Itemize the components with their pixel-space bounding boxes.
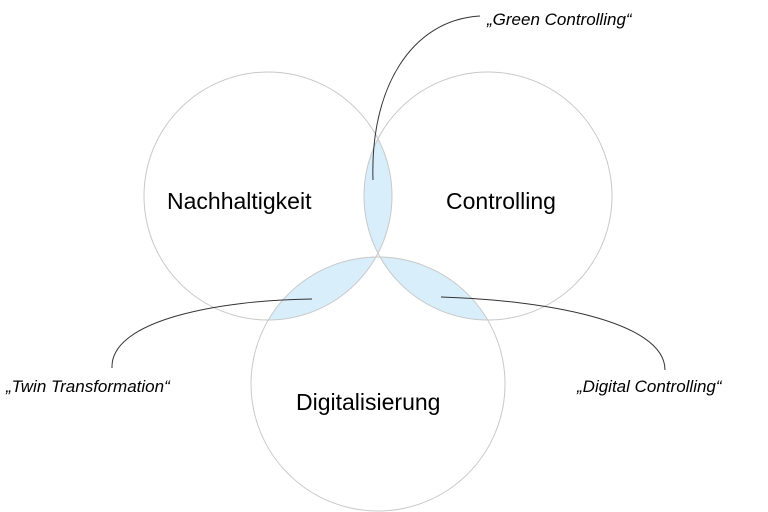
label-twin-transformation: „Twin Transformation“ [6,377,170,396]
label-green-controlling: „Green Controlling“ [487,10,632,29]
label-nachhaltigkeit: Nachhaltigkeit [167,188,312,214]
leader-green-controlling [372,15,481,181]
label-controlling: Controlling [446,188,556,214]
label-digitalisierung: Digitalisierung [296,389,441,415]
label-digital-controlling: „Digital Controlling“ [577,377,722,396]
leader-twin-transformation [111,298,313,369]
circle-digitalisierung [250,256,506,512]
leader-digital-controlling [440,296,666,371]
